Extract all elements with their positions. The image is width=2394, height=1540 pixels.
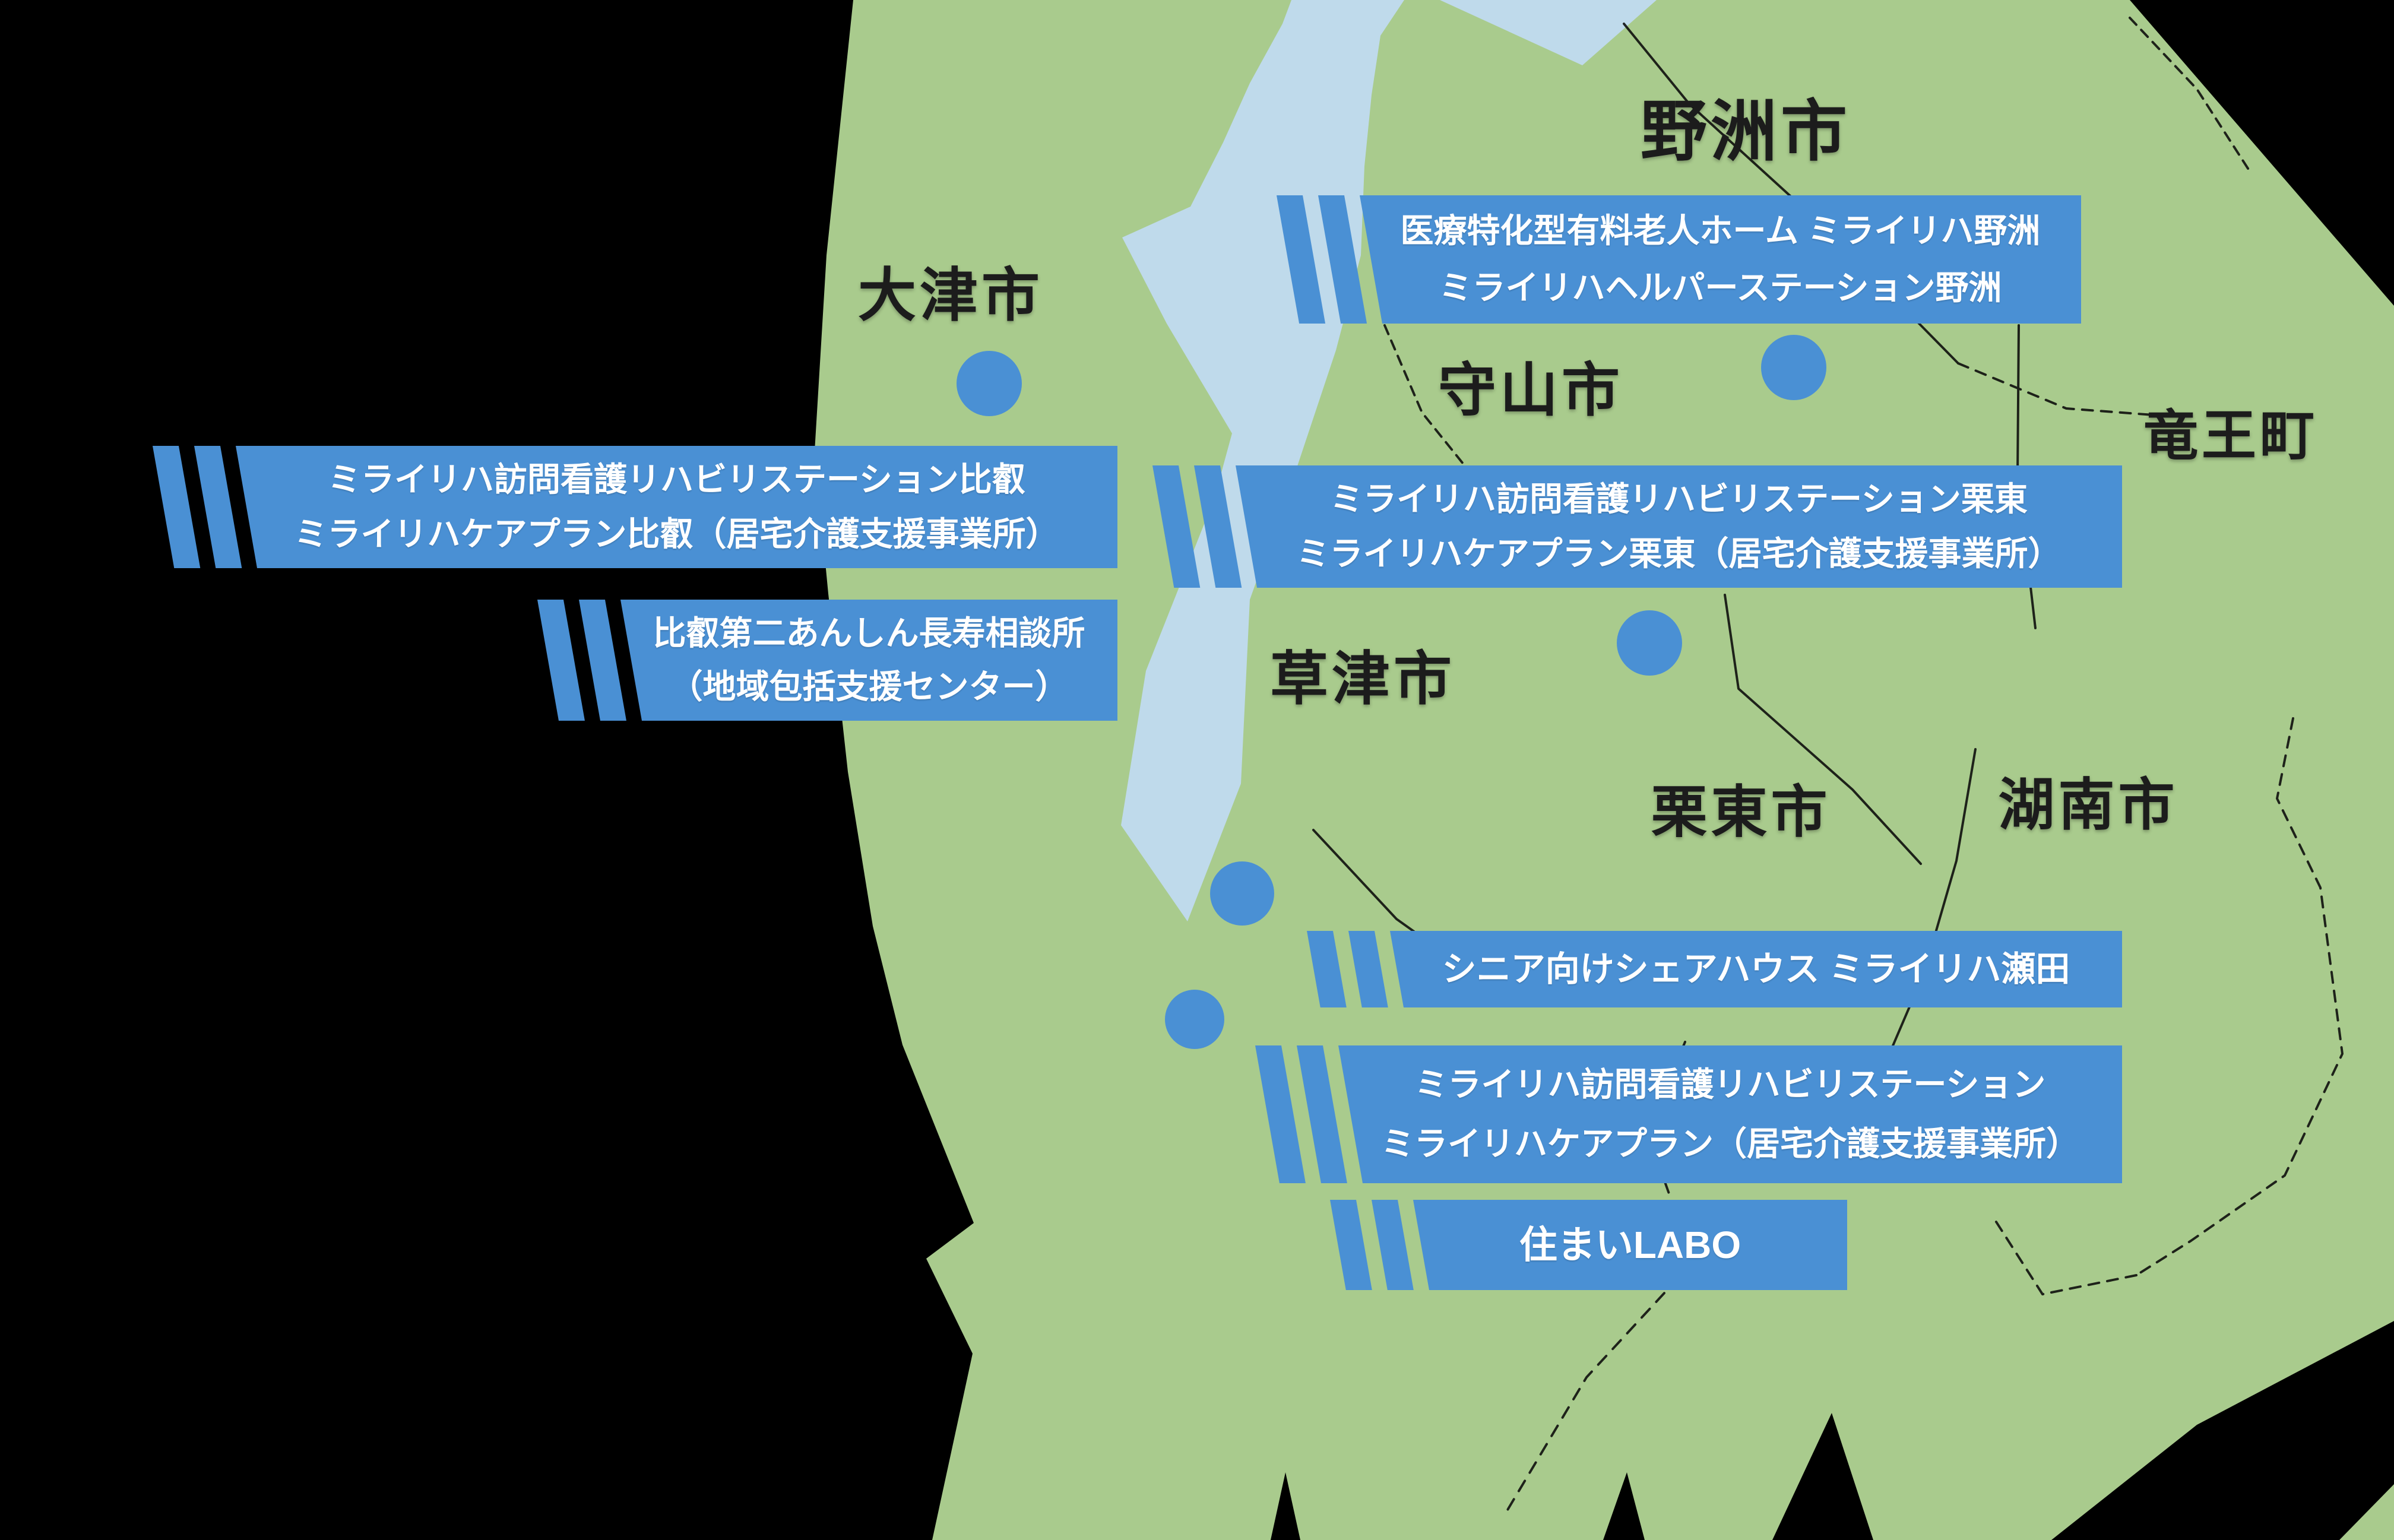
city-label-konan: 湖南市 bbox=[1998, 774, 2178, 837]
location-marker-minami-kusatsu bbox=[1165, 990, 1224, 1049]
facility-banner-seta: シニア向けシェアハウス ミライリハ瀬田 bbox=[1307, 931, 2122, 1007]
banner-stripe-icon bbox=[537, 600, 585, 721]
banner-stripe-icon bbox=[1255, 1045, 1306, 1183]
facility-name: 住まいLABO bbox=[1519, 1224, 1741, 1266]
city-label-ryuo: 竜王町 bbox=[2143, 405, 2319, 467]
banner-stripe-icon bbox=[153, 446, 201, 568]
municipal-boundary bbox=[1383, 324, 1465, 465]
banner-stripe-icon bbox=[1330, 1200, 1372, 1290]
municipal-boundary bbox=[1724, 594, 1922, 865]
facility-name: ミライリハケアプラン栗東（居宅介護支援事業所） bbox=[1296, 535, 2062, 572]
banner-stripe-icon bbox=[1348, 931, 1388, 1007]
facility-name: シニア向けシェアハウス ミライリハ瀬田 bbox=[1442, 949, 2070, 988]
landmass-corner-shape bbox=[2339, 1484, 2394, 1540]
facility-banner-hiei-daini: 比叡第二あんしん長寿相談所 （地域包括支援センター） bbox=[537, 600, 1117, 721]
banner-stripe-icon bbox=[1194, 465, 1242, 588]
city-label-yasu: 野洲市 bbox=[1641, 94, 1851, 169]
location-marker-otsu bbox=[957, 351, 1022, 416]
lake-inlet-shape bbox=[1440, 0, 1657, 65]
city-label-kusatsu: 草津市 bbox=[1269, 646, 1456, 711]
location-marker-ritto bbox=[1617, 610, 1682, 676]
facility-name: （地域包括支援センター） bbox=[669, 668, 1069, 705]
facility-banner-hiei: ミライリハ訪問看護リハビリステーション比叡 ミライリハケアプラン比叡（居宅介護支… bbox=[153, 446, 1117, 568]
location-marker-yasu bbox=[1761, 335, 1826, 400]
banner-stripe-icon bbox=[1318, 195, 1367, 324]
facility-banner-main-station: ミライリハ訪問看護リハビリステーション ミライリハケアプラン（居宅介護支援事業所… bbox=[1255, 1045, 2122, 1183]
facility-name: ミライリハケアプラン比叡（居宅介護支援事業所） bbox=[294, 515, 1059, 553]
facility-name: 医療特化型有料老人ホーム ミライリハ野洲 bbox=[1400, 212, 2041, 249]
city-label-ritto: 栗東市 bbox=[1651, 781, 1831, 844]
facility-banner-sumai-labo: 住まいLABO bbox=[1330, 1200, 1847, 1290]
banner-stripe-icon bbox=[194, 446, 242, 568]
facility-name: ミライリハ訪問看護リハビリステーション bbox=[1414, 1066, 2046, 1103]
facility-name: ミライリハ訪問看護リハビリステーション栗東 bbox=[1330, 480, 2028, 518]
facility-name: ミライリハ訪問看護リハビリステーション比叡 bbox=[328, 461, 1025, 498]
facility-name: ミライリハケアプラン（居宅介護支援事業所） bbox=[1381, 1125, 2079, 1162]
banner-stripe-icon bbox=[1277, 195, 1326, 324]
city-label-moriyama: 守山市 bbox=[1437, 357, 1624, 423]
facility-banner-yasu: 医療特化型有料老人ホーム ミライリハ野洲 ミライリハヘルパーステーション野洲 bbox=[1277, 195, 2081, 324]
city-label-otsu: 大津市 bbox=[857, 262, 1044, 328]
banner-stripe-icon bbox=[1152, 465, 1201, 588]
facility-name: 比叡第二あんしん長寿相談所 bbox=[653, 614, 1085, 652]
facility-banner-ritto: ミライリハ訪問看護リハビリステーション栗東 ミライリハケアプラン栗東（居宅介護支… bbox=[1152, 465, 2122, 588]
municipal-boundary bbox=[1957, 362, 2162, 417]
municipal-boundary bbox=[1994, 1219, 2138, 1295]
banner-stripe-icon bbox=[1297, 1045, 1347, 1183]
location-marker-seta bbox=[1210, 861, 1274, 926]
banner-stripe-icon bbox=[1307, 931, 1347, 1007]
banner-stripe-icon bbox=[579, 600, 626, 721]
municipal-boundary bbox=[2129, 17, 2252, 173]
banner-stripe-icon bbox=[1372, 1200, 1414, 1290]
facility-name: ミライリハヘルパーステーション野洲 bbox=[1439, 269, 2002, 306]
municipal-boundary bbox=[2135, 717, 2344, 1276]
